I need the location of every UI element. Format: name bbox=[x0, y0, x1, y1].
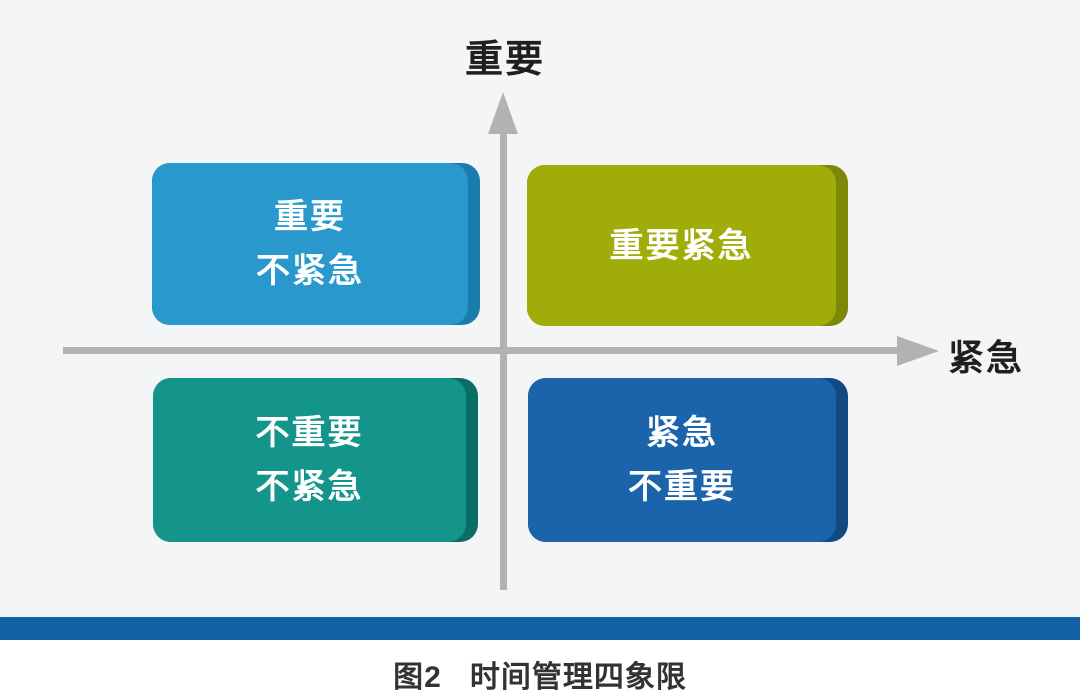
quadrant-label-line: 不重要 bbox=[628, 468, 736, 506]
quadrant-label-line: 不重要 bbox=[255, 414, 364, 452]
figure-title: 时间管理四象限 bbox=[469, 661, 687, 694]
quadrant-face: 重要 不紧急 bbox=[152, 163, 468, 325]
up-arrow-icon bbox=[488, 92, 518, 134]
quadrant-label-line: 不紧急 bbox=[255, 468, 364, 506]
quadrant-important-urgent: 重要紧急 bbox=[527, 165, 848, 326]
x-axis-label-urgent: 紧急 bbox=[948, 337, 1025, 378]
quadrant-label-line: 重要 bbox=[274, 198, 346, 236]
horizontal-axis-line bbox=[63, 347, 898, 354]
quadrant-label-line: 不紧急 bbox=[256, 252, 364, 290]
vertical-axis-line bbox=[500, 128, 507, 590]
y-axis-label-important: 重要 bbox=[464, 39, 545, 81]
quadrant-face: 重要紧急 bbox=[527, 165, 836, 326]
quadrant-label-line: 重要紧急 bbox=[609, 226, 754, 265]
right-arrow-icon bbox=[897, 336, 939, 366]
quadrant-label-line: 紧急 bbox=[646, 414, 718, 452]
figure-caption: 图2 时间管理四象限 bbox=[0, 652, 1080, 696]
quadrant-not-important-not-urgent: 不重要 不紧急 bbox=[153, 378, 478, 542]
quadrant-face: 紧急 不重要 bbox=[528, 378, 836, 542]
quadrant-important-not-urgent: 重要 不紧急 bbox=[152, 163, 480, 325]
divider-bar bbox=[0, 617, 1080, 640]
quadrant-urgent-not-important: 紧急 不重要 bbox=[528, 378, 848, 542]
figure-number: 图2 bbox=[393, 661, 442, 694]
quadrant-face: 不重要 不紧急 bbox=[153, 378, 466, 542]
